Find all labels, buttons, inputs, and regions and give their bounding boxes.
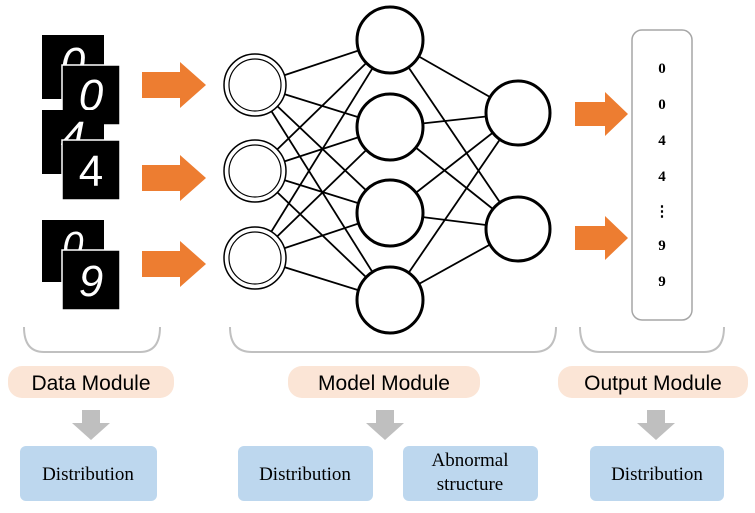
output-distribution-box: Distribution xyxy=(590,446,724,501)
output-value: 0 xyxy=(658,61,666,77)
model-distribution-box: Distribution xyxy=(238,446,373,501)
property-box xyxy=(403,446,538,501)
input-node-inner xyxy=(228,144,282,198)
property-label: Distribution xyxy=(259,464,351,485)
output-node xyxy=(484,195,552,263)
hidden-node xyxy=(355,265,425,335)
data-distribution-box: Distribution xyxy=(20,446,157,501)
data-module-bracket xyxy=(23,326,161,353)
output-value: 9 xyxy=(658,238,666,254)
network-edge xyxy=(389,39,519,230)
property-label: Distribution xyxy=(611,464,703,485)
input-arrows xyxy=(142,62,206,287)
output-value: 4 xyxy=(658,133,666,149)
down-arrow-icon xyxy=(366,410,404,440)
output-ellipsis: ⋮ xyxy=(655,204,670,220)
property-box xyxy=(238,446,373,501)
right-arrow-icon xyxy=(142,241,206,287)
right-arrow-icon xyxy=(575,92,628,136)
hidden-node xyxy=(355,92,425,162)
digit-image-front xyxy=(61,249,121,311)
down-arrow-icon xyxy=(72,410,110,440)
data-module: Data Module xyxy=(8,366,174,398)
model-module-label: Model Module xyxy=(318,372,450,395)
output-value: 4 xyxy=(658,169,666,185)
right-arrow-icon xyxy=(575,216,628,260)
digit-image-front xyxy=(61,139,121,201)
module-label-pill xyxy=(558,366,748,398)
input-node-inner xyxy=(228,58,282,112)
digit-image-stack-2: 4 4 xyxy=(42,110,121,201)
output-module-bracket xyxy=(579,326,725,353)
digit-label: 9 xyxy=(79,257,103,306)
output-arrows xyxy=(575,92,628,260)
down-arrow-icon xyxy=(637,410,675,440)
digit-label: 4 xyxy=(79,147,103,196)
model-module: Model Module xyxy=(288,366,480,398)
right-arrow-icon xyxy=(142,155,206,201)
output-node xyxy=(484,79,552,147)
right-arrow-icon xyxy=(142,62,206,108)
property-box xyxy=(20,446,157,501)
model-module-bracket xyxy=(229,326,557,353)
hidden-node xyxy=(355,5,425,75)
output-value: 0 xyxy=(658,97,666,113)
output-module-label: Output Module xyxy=(584,372,722,395)
output-value: 9 xyxy=(658,274,666,290)
output-module: Output Module xyxy=(558,366,748,398)
input-node-inner xyxy=(228,231,282,285)
module-label-pill xyxy=(288,366,480,398)
network-edge xyxy=(389,112,519,301)
property-box xyxy=(590,446,724,501)
output-vector-box xyxy=(631,29,693,321)
property-label: Distribution xyxy=(42,464,134,485)
network-edges xyxy=(254,39,519,301)
module-label-pill xyxy=(8,366,174,398)
neural-network xyxy=(223,5,552,335)
network-edge xyxy=(254,39,391,259)
digit-image-stack-3: 0 9 xyxy=(42,220,121,311)
data-module-label: Data Module xyxy=(31,372,150,395)
hidden-node xyxy=(355,178,425,248)
